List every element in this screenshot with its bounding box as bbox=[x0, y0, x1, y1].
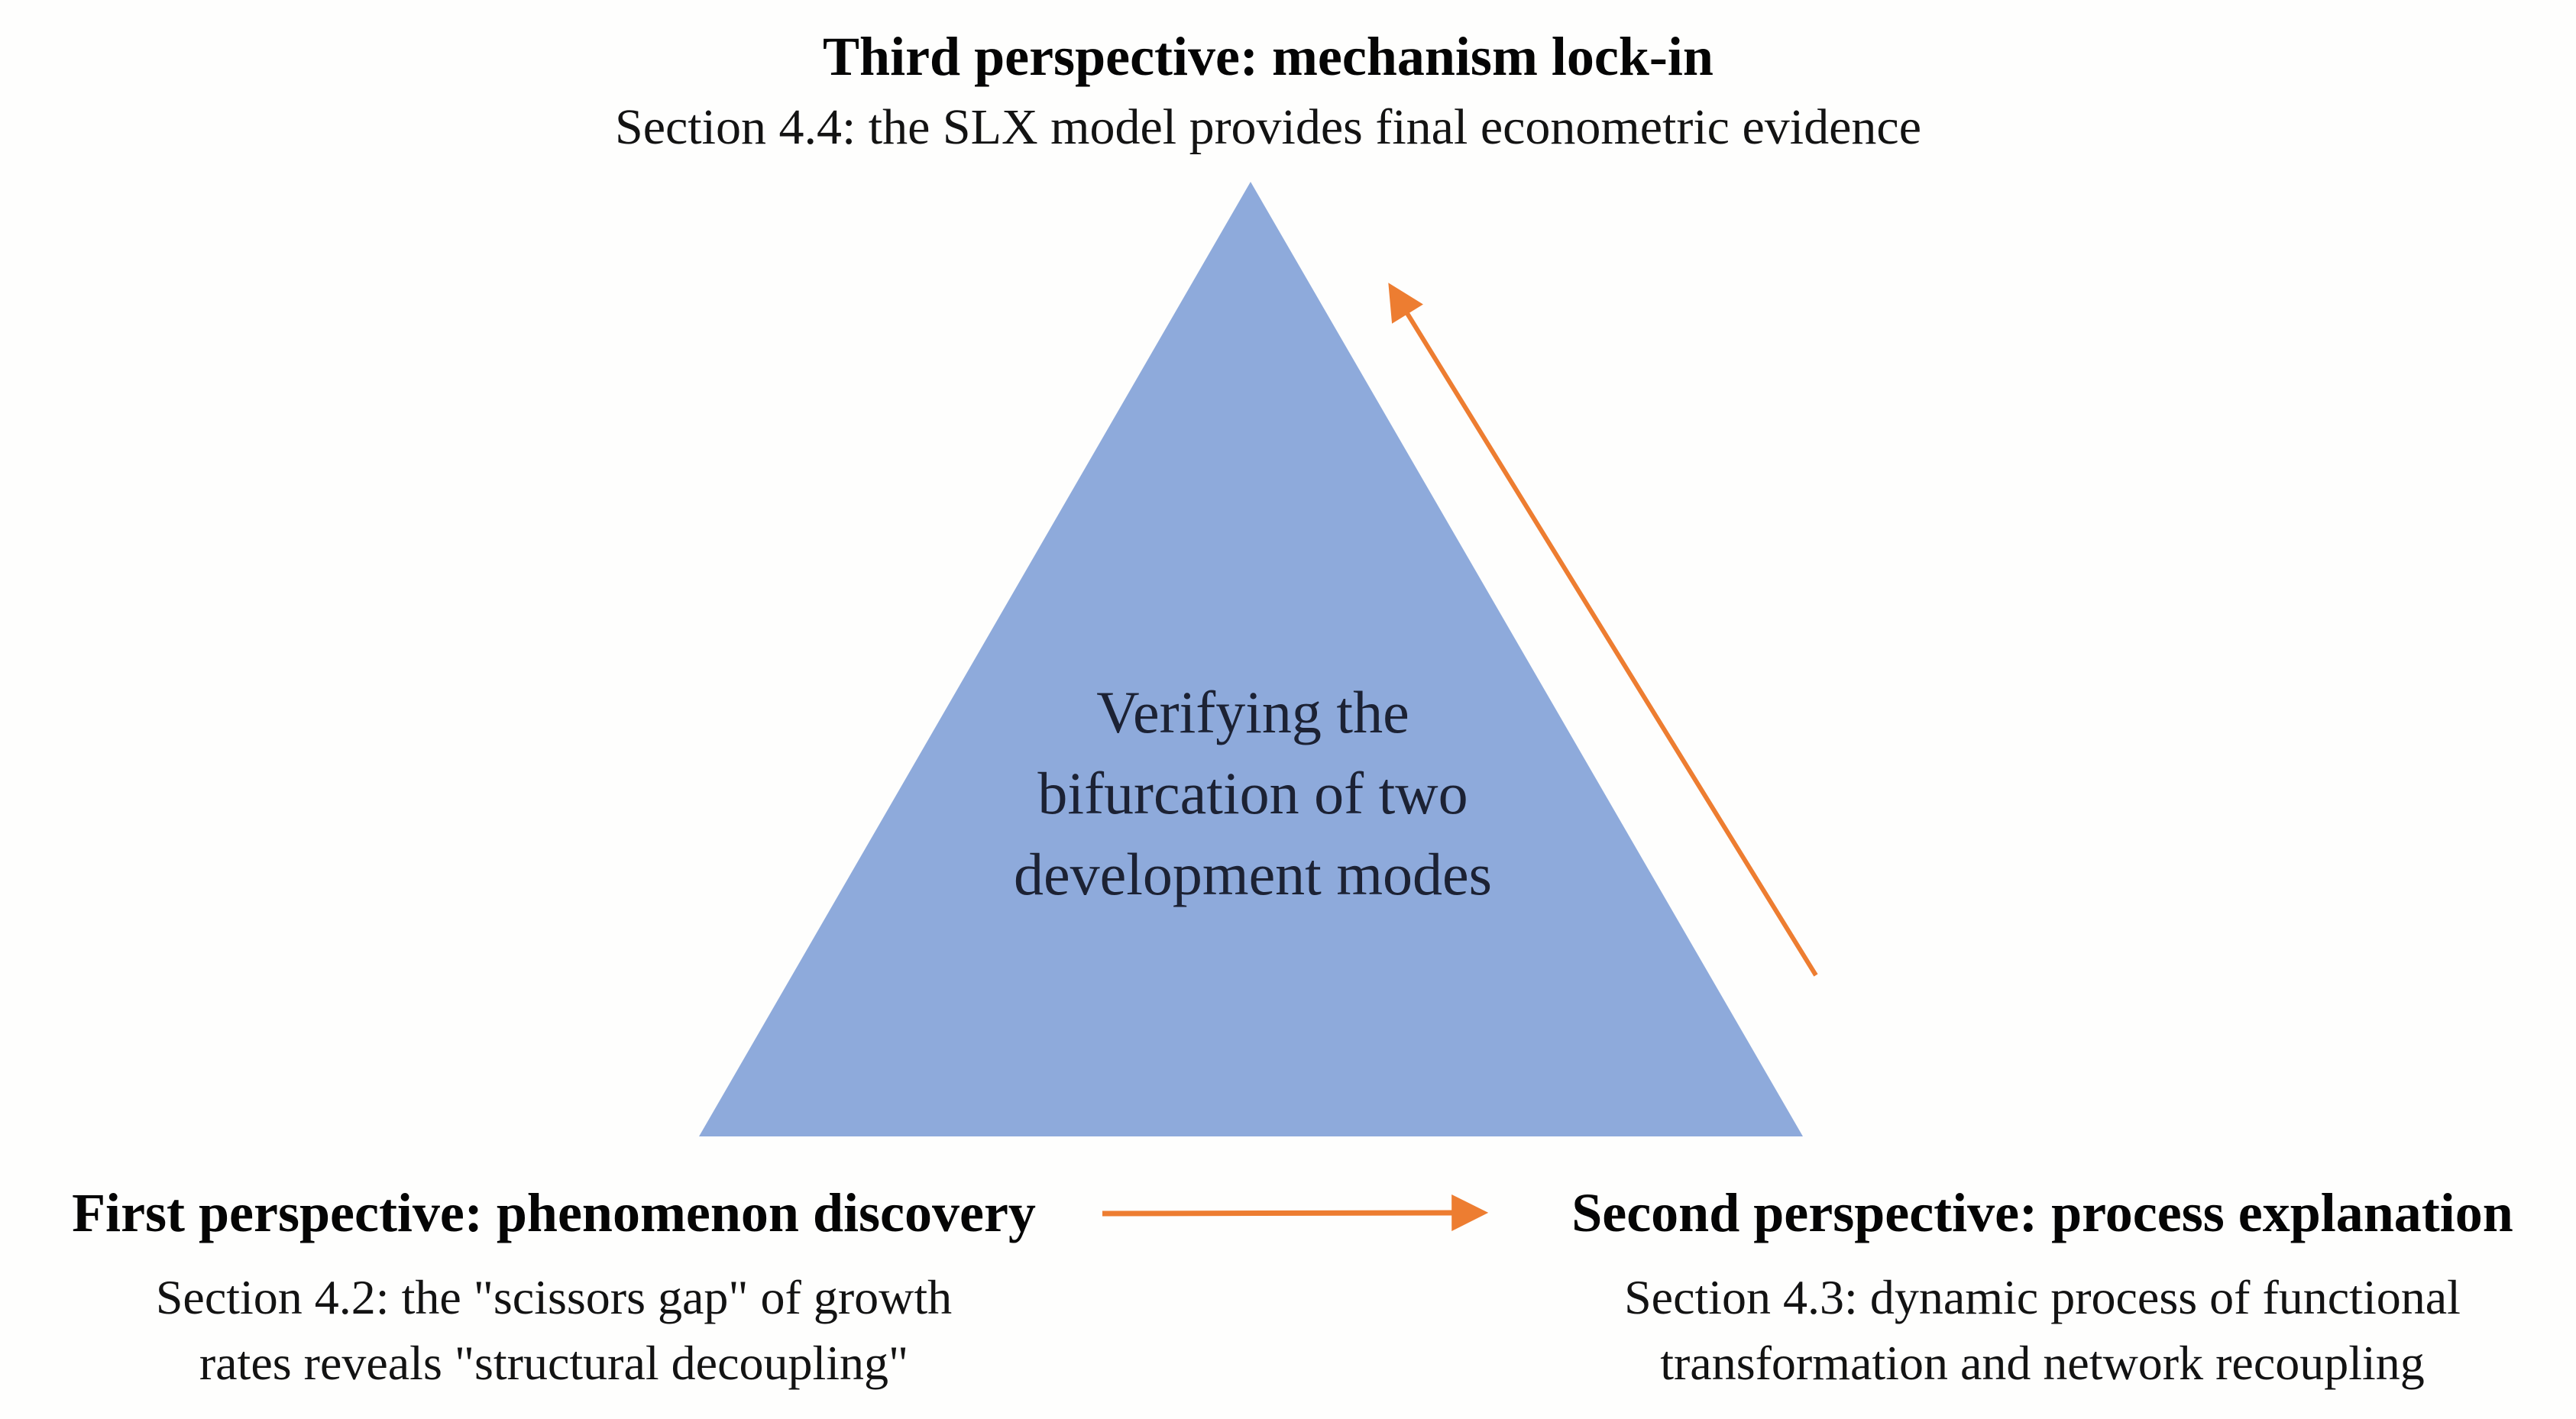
second-perspective-label: Second perspective: process explanation … bbox=[1509, 1176, 2576, 1396]
triangle-caption-line-3: development modes bbox=[1013, 841, 1493, 907]
pyramid-triangle bbox=[699, 182, 1803, 1136]
first-perspective-subtitle-line-2: rates reveals "structural decoupling" bbox=[199, 1336, 909, 1390]
second-perspective-subtitle: Section 4.3: dynamic process of function… bbox=[1509, 1265, 2576, 1396]
third-perspective-title: Third perspective: mechanism lock-in bbox=[823, 26, 1714, 87]
triangle-caption: Verifying the bifurcation of two develop… bbox=[833, 672, 1673, 915]
triangle-caption-line-1: Verifying the bbox=[1096, 679, 1409, 745]
arrow-first-to-second bbox=[1102, 1194, 1489, 1232]
first-perspective-label: First perspective: phenomenon discovery … bbox=[8, 1176, 1100, 1396]
arrow-second-to-third bbox=[1388, 283, 1818, 977]
triangle-caption-line-2: bifurcation of two bbox=[1037, 760, 1468, 826]
second-perspective-title: Second perspective: process explanation bbox=[1571, 1182, 2513, 1243]
first-perspective-subtitle: Section 4.2: the "scissors gap" of growt… bbox=[8, 1265, 1100, 1396]
third-perspective-label: Third perspective: mechanism lock-in Sec… bbox=[428, 20, 2108, 162]
first-perspective-subtitle-line-1: Section 4.2: the "scissors gap" of growt… bbox=[155, 1270, 953, 1324]
third-perspective-subtitle: Section 4.4: the SLX model provides fina… bbox=[614, 99, 1921, 155]
second-perspective-subtitle-line-1: Section 4.3: dynamic process of function… bbox=[1624, 1270, 2461, 1324]
first-perspective-title: First perspective: phenomenon discovery bbox=[72, 1182, 1036, 1243]
second-perspective-subtitle-line-2: transformation and network recoupling bbox=[1660, 1336, 2425, 1390]
